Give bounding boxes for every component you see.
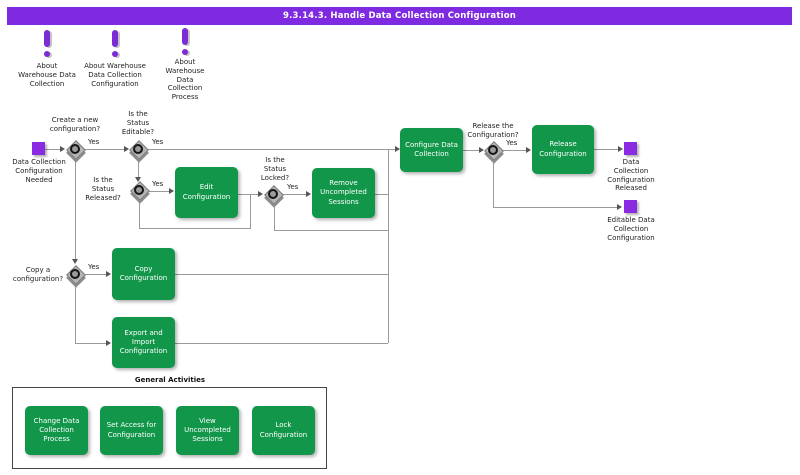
end-event-square xyxy=(624,200,637,213)
connector xyxy=(83,274,107,275)
gateway-circle-icon xyxy=(70,269,80,279)
yes-label: Yes xyxy=(287,183,299,191)
info-note-icon[interactable] xyxy=(179,28,191,58)
info-note-label[interactable]: About Warehouse Data Collection Process xyxy=(165,58,205,101)
arrowhead-icon xyxy=(106,340,111,346)
connector xyxy=(139,198,140,228)
task-lock-configuration[interactable]: Lock Configuration xyxy=(252,406,315,455)
decision-status-locked xyxy=(264,185,284,205)
page-title: 9.3.14.3. Handle Data Collection Configu… xyxy=(282,11,517,21)
connector xyxy=(502,150,527,151)
gateway-circle-icon xyxy=(70,144,80,154)
arrowhead-icon xyxy=(395,146,400,152)
connector xyxy=(493,207,618,208)
arrowhead-icon xyxy=(526,147,531,153)
gateway-circle-icon xyxy=(268,189,278,199)
yes-label: Yes xyxy=(506,139,518,147)
task-release-configuration[interactable]: Release Configuration xyxy=(532,125,594,174)
title-bar: 9.3.14.3. Handle Data Collection Configu… xyxy=(7,7,792,25)
arrowhead-icon xyxy=(169,188,174,194)
connector xyxy=(75,343,107,344)
yes-label: Yes xyxy=(152,138,164,146)
gateway-circle-icon xyxy=(488,145,498,155)
task-set-access-for-configuration[interactable]: Set Access for Configuration xyxy=(100,406,163,455)
connector xyxy=(493,158,494,207)
connector xyxy=(388,149,389,343)
yes-label: Yes xyxy=(152,180,164,188)
exclamation-icon xyxy=(182,28,188,45)
decision-copy-configuration xyxy=(66,265,86,285)
info-note-icon[interactable] xyxy=(109,30,121,60)
gateway-circle-icon xyxy=(134,185,144,195)
decision-status-editable xyxy=(129,140,149,160)
info-note-label[interactable]: About Warehouse Data Collection xyxy=(18,62,76,88)
connector xyxy=(463,150,480,151)
decision-release-configuration xyxy=(484,141,504,161)
yes-label: Yes xyxy=(88,263,100,271)
general-activities-title: General Activities xyxy=(134,376,206,384)
decision-question: Create a new configuration? xyxy=(49,116,101,133)
arrowhead-icon xyxy=(72,259,78,264)
decision-question: Is the Status Editable? xyxy=(121,110,155,136)
connector xyxy=(75,157,76,259)
arrowhead-icon xyxy=(306,191,311,197)
arrowhead-icon xyxy=(618,146,623,152)
arrowhead-icon xyxy=(479,147,484,153)
connector xyxy=(593,149,619,150)
connector xyxy=(238,194,259,195)
exclamation-icon xyxy=(112,51,118,57)
connector xyxy=(45,149,63,150)
task-remove-uncompleted-sessions[interactable]: Remove Uncompleted Sessions xyxy=(312,168,375,218)
arrowhead-icon xyxy=(124,146,129,152)
task-export-import-configuration[interactable]: Export and Import Configuration xyxy=(112,317,175,368)
exclamation-icon xyxy=(44,30,50,47)
end-event-square xyxy=(624,142,637,155)
info-note-label[interactable]: About Warehouse Data Collection Configur… xyxy=(84,62,146,88)
decision-create-new-configuration xyxy=(66,140,86,160)
arrowhead-icon xyxy=(258,191,263,197)
decision-question: Is the Status Locked? xyxy=(260,156,290,182)
arrowhead-icon xyxy=(106,271,111,277)
exclamation-icon xyxy=(112,30,118,47)
start-event-square xyxy=(32,142,45,155)
arrowhead-icon xyxy=(135,177,141,182)
connector xyxy=(274,202,275,230)
arrowhead-icon xyxy=(60,146,65,152)
task-configure-data-collection[interactable]: Configure Data Collection xyxy=(400,128,463,172)
connector xyxy=(75,282,76,343)
info-note-icon[interactable] xyxy=(41,30,53,60)
connector xyxy=(139,228,251,229)
connector xyxy=(147,149,395,150)
decision-status-released xyxy=(130,181,150,201)
decision-question: Release the Configuration? xyxy=(467,122,519,139)
task-change-data-collection-process[interactable]: Change Data Collection Process xyxy=(25,406,88,455)
arrowhead-icon xyxy=(617,204,622,210)
connector xyxy=(274,230,388,231)
connector xyxy=(375,194,388,195)
connector xyxy=(175,274,388,275)
start-event-label: Data Collection Configuration Needed xyxy=(12,158,66,184)
end-event-label: Editable Data Collection Configuration xyxy=(607,216,655,242)
connector xyxy=(282,194,307,195)
gateway-circle-icon xyxy=(133,144,143,154)
decision-question: Is the Status Released? xyxy=(85,176,121,202)
connector xyxy=(175,343,388,344)
exclamation-icon xyxy=(182,49,188,55)
connector xyxy=(83,149,125,150)
task-copy-configuration[interactable]: Copy Configuration xyxy=(112,248,175,300)
connector xyxy=(138,157,139,177)
task-view-uncompleted-sessions[interactable]: View Uncompleted Sessions xyxy=(176,406,239,455)
end-event-label: Data Collection Configuration Released xyxy=(607,158,655,193)
exclamation-icon xyxy=(44,51,50,57)
task-edit-configuration[interactable]: Edit Configuration xyxy=(175,167,238,218)
decision-question: Copy a configuration? xyxy=(12,266,64,283)
connector xyxy=(250,195,251,228)
yes-label: Yes xyxy=(88,138,100,146)
connector xyxy=(147,191,170,192)
